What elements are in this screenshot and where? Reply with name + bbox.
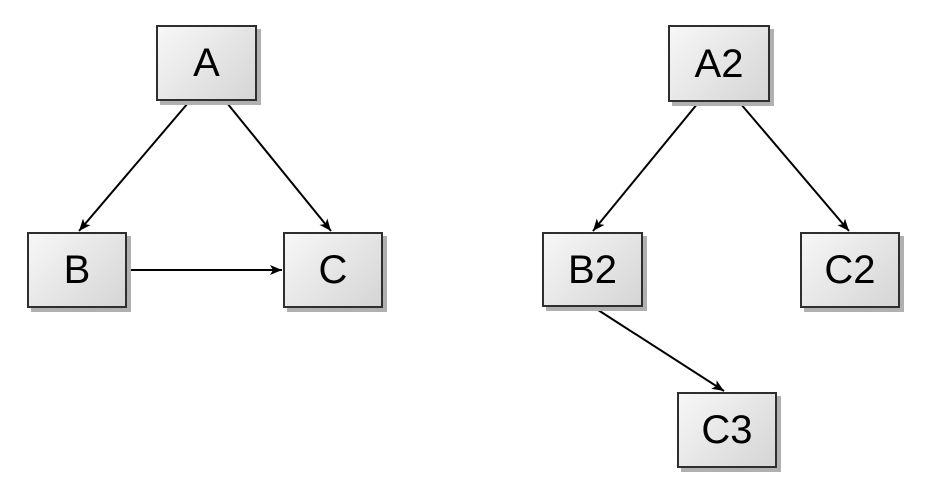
- edge-A-C[interactable]: [226, 102, 332, 232]
- node-A2[interactable]: A2: [668, 25, 770, 102]
- node-C2[interactable]: C2: [800, 232, 900, 308]
- node-C2-label: C2: [824, 248, 876, 292]
- node-B[interactable]: B: [27, 232, 127, 308]
- node-B-label: B: [63, 248, 91, 292]
- node-C-label: C: [318, 248, 348, 292]
- edge-A2-B2[interactable]: [592, 102, 699, 232]
- edge-A-B[interactable]: [78, 102, 189, 232]
- node-C[interactable]: C: [283, 232, 383, 308]
- node-B2-label: B2: [568, 247, 617, 292]
- node-C3[interactable]: C3: [677, 392, 777, 468]
- edge-group: [78, 102, 850, 392]
- edge-B2-C3[interactable]: [594, 307, 725, 392]
- edge-A2-C2[interactable]: [739, 102, 850, 232]
- node-B2[interactable]: B2: [542, 232, 643, 307]
- node-A-label: A: [193, 41, 220, 85]
- node-C3-label: C3: [701, 408, 753, 452]
- node-A[interactable]: A: [156, 25, 257, 101]
- node-A2-label: A2: [694, 41, 744, 86]
